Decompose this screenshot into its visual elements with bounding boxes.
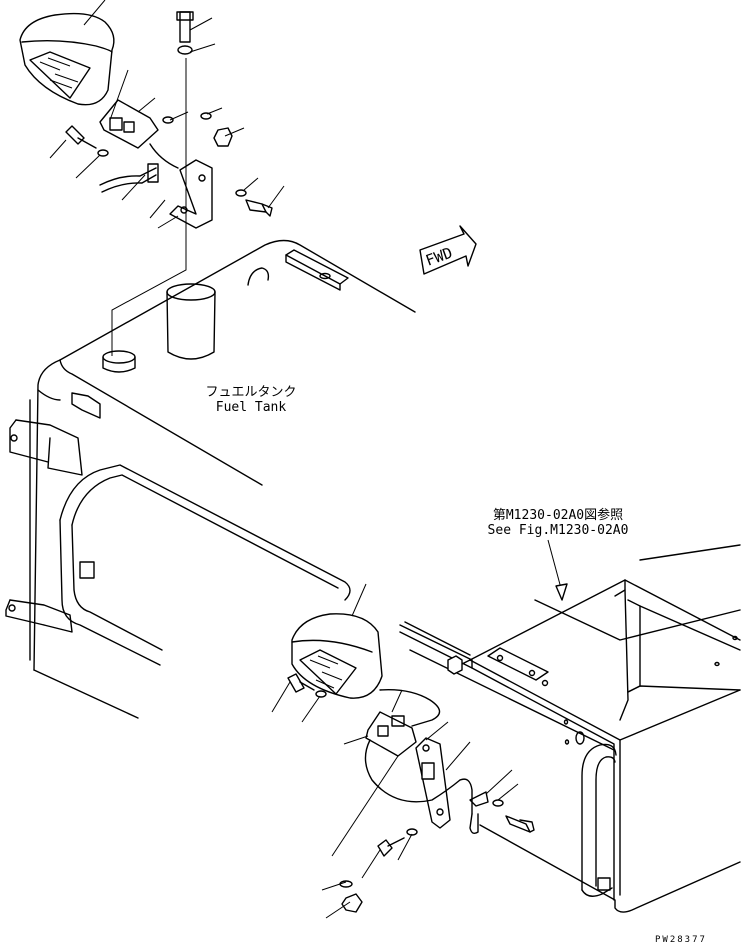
u-clip [247, 267, 270, 286]
console-block [447, 655, 463, 675]
lower-bolt-bottom [377, 837, 405, 857]
tank-lug-lower [5, 599, 73, 633]
upper-washer-right [235, 189, 247, 197]
lower-lamp-bracket [365, 711, 417, 757]
fuel-tank [29, 239, 416, 719]
forward-direction-arrow: FWD [419, 225, 477, 275]
sender-boss [102, 350, 136, 373]
fuel-tank-label-jp: フュエルタンク [205, 385, 297, 400]
console-holes [563, 635, 738, 745]
lower-bolt-left [287, 673, 315, 693]
lower-harness [364, 689, 489, 835]
upper-harness [99, 163, 159, 193]
reference-arrow [547, 539, 568, 601]
upper-leader-lines [49, 0, 285, 356]
lower-work-lamp [291, 613, 383, 699]
tank-top-bracket [285, 249, 349, 291]
upper-washer-b [200, 112, 212, 120]
upper-bolt-top [176, 11, 194, 43]
fuel-tank-label-en: Fuel Tank [215, 400, 287, 415]
upper-mount-stay [149, 143, 213, 229]
console-structure [399, 544, 741, 913]
reference-label-jp: 第M1230-02A0図参照 [492, 508, 624, 523]
upper-lamp-bracket [99, 99, 159, 149]
upper-washer-left [97, 149, 109, 157]
lower-washer-right [492, 799, 504, 807]
lower-nut-base [341, 893, 363, 913]
upper-nut-a [213, 127, 233, 147]
lower-washer-left [315, 690, 327, 698]
handrail [581, 743, 617, 897]
drawing-code: PW28377 [655, 935, 707, 945]
lower-washer-base [339, 880, 353, 888]
console-inner-opening [627, 599, 741, 693]
reference-label-en: See Fig.M1230-02A0 [487, 523, 629, 538]
console-bracket-plate [487, 647, 549, 687]
filler-neck [166, 283, 216, 360]
reference-label: 第M1230-02A0図参照 See Fig.M1230-02A0 [468, 508, 648, 538]
tank-lug-upper [9, 419, 83, 476]
tank-access-opening [59, 464, 351, 666]
lower-leader-lines [271, 583, 519, 919]
lower-mount-stay [415, 737, 451, 829]
upper-bolt-right [245, 199, 273, 217]
upper-washer-top [177, 45, 193, 55]
upper-washer-a [162, 116, 174, 124]
upper-work-lamp [19, 12, 115, 106]
upper-bolt-left [65, 125, 97, 149]
lower-bolt-right [505, 815, 535, 833]
tank-small-tab [71, 392, 101, 419]
fuel-tank-label: フュエルタンク Fuel Tank [196, 385, 306, 415]
